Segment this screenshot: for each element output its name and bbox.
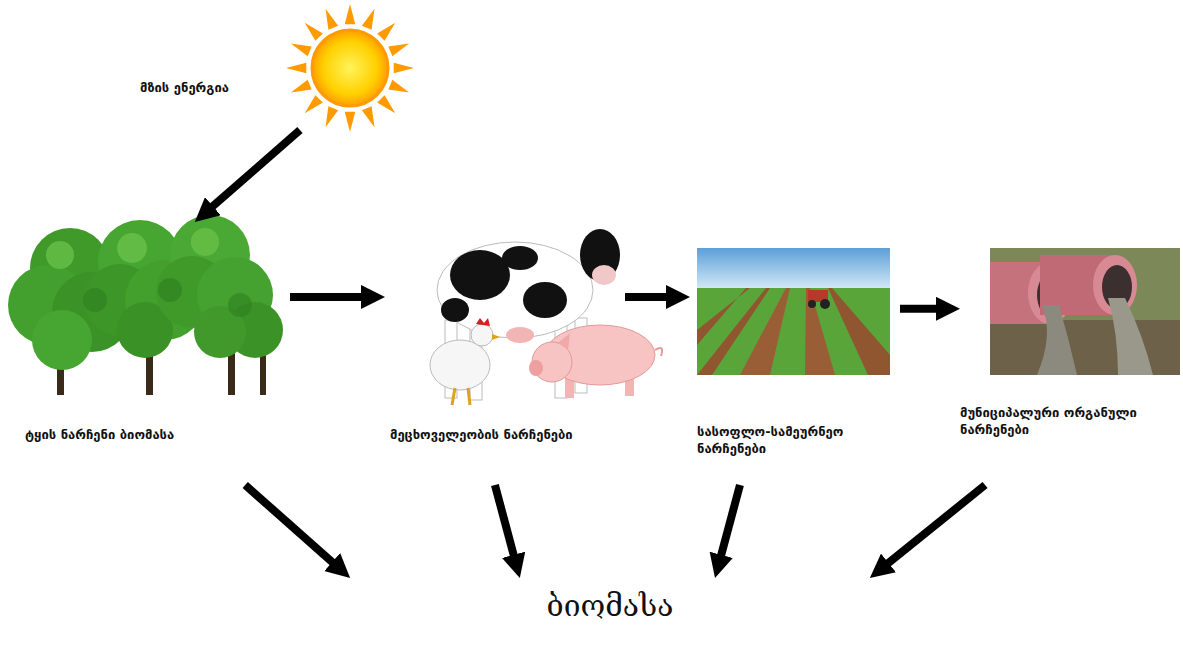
flow-arrow xyxy=(885,485,985,565)
sun-ray xyxy=(286,63,306,74)
sun-ray xyxy=(326,9,339,30)
sun-ray xyxy=(345,112,356,132)
source-caption: ტყის ნარჩენი ბიომასა xyxy=(25,427,280,444)
flow-arrow xyxy=(900,305,940,313)
source-node: მუნიციპალური ორგანული ნარჩენები xyxy=(960,222,1178,485)
source-caption: მუნიციპალური ორგანული ნარჩენები xyxy=(960,405,1165,439)
sun-ray xyxy=(388,44,409,57)
result-title: ბიომასა xyxy=(330,586,890,625)
flow-arrow xyxy=(245,485,335,565)
sun-ray xyxy=(377,95,395,113)
sun-icon xyxy=(286,4,414,132)
flow-arrow xyxy=(720,485,740,559)
sewage-pipes-photo xyxy=(990,248,1180,375)
livestock-animals xyxy=(430,229,662,405)
sun-ray xyxy=(326,106,339,127)
sun-ray xyxy=(394,63,414,74)
source-caption: სასოფლო-სამეურნეო ნარჩენები xyxy=(697,424,882,458)
sun-ray xyxy=(345,4,356,24)
flow-arrow xyxy=(290,293,365,301)
sun-ray xyxy=(305,23,323,41)
sun-ray xyxy=(291,80,312,93)
energy-source-label: მზის ენერგია xyxy=(140,80,310,97)
sun-ray xyxy=(305,95,323,113)
sun-ray xyxy=(291,44,312,57)
source-node: მზის ენერგია xyxy=(130,10,410,130)
result-node: ბიომასა xyxy=(330,578,890,638)
flow-arrow xyxy=(495,485,515,559)
forest-trees xyxy=(8,215,283,395)
source-caption: მეცხოველეობის ნარჩენები xyxy=(390,427,680,444)
source-node: მეცხოველეობის ნარჩენები xyxy=(385,222,625,485)
sun-ray xyxy=(362,9,375,30)
flow-arrow xyxy=(625,293,670,301)
sun-ray xyxy=(388,80,409,93)
sun-ray xyxy=(362,106,375,127)
source-node: სასოფლო-სამეურნეო ნარჩენები xyxy=(690,222,900,485)
farm-field-photo xyxy=(697,248,890,375)
flow-arrow xyxy=(210,130,300,209)
source-node: ტყის ნარჩენი ბიომასა xyxy=(10,222,290,485)
sun-ray xyxy=(377,23,395,41)
